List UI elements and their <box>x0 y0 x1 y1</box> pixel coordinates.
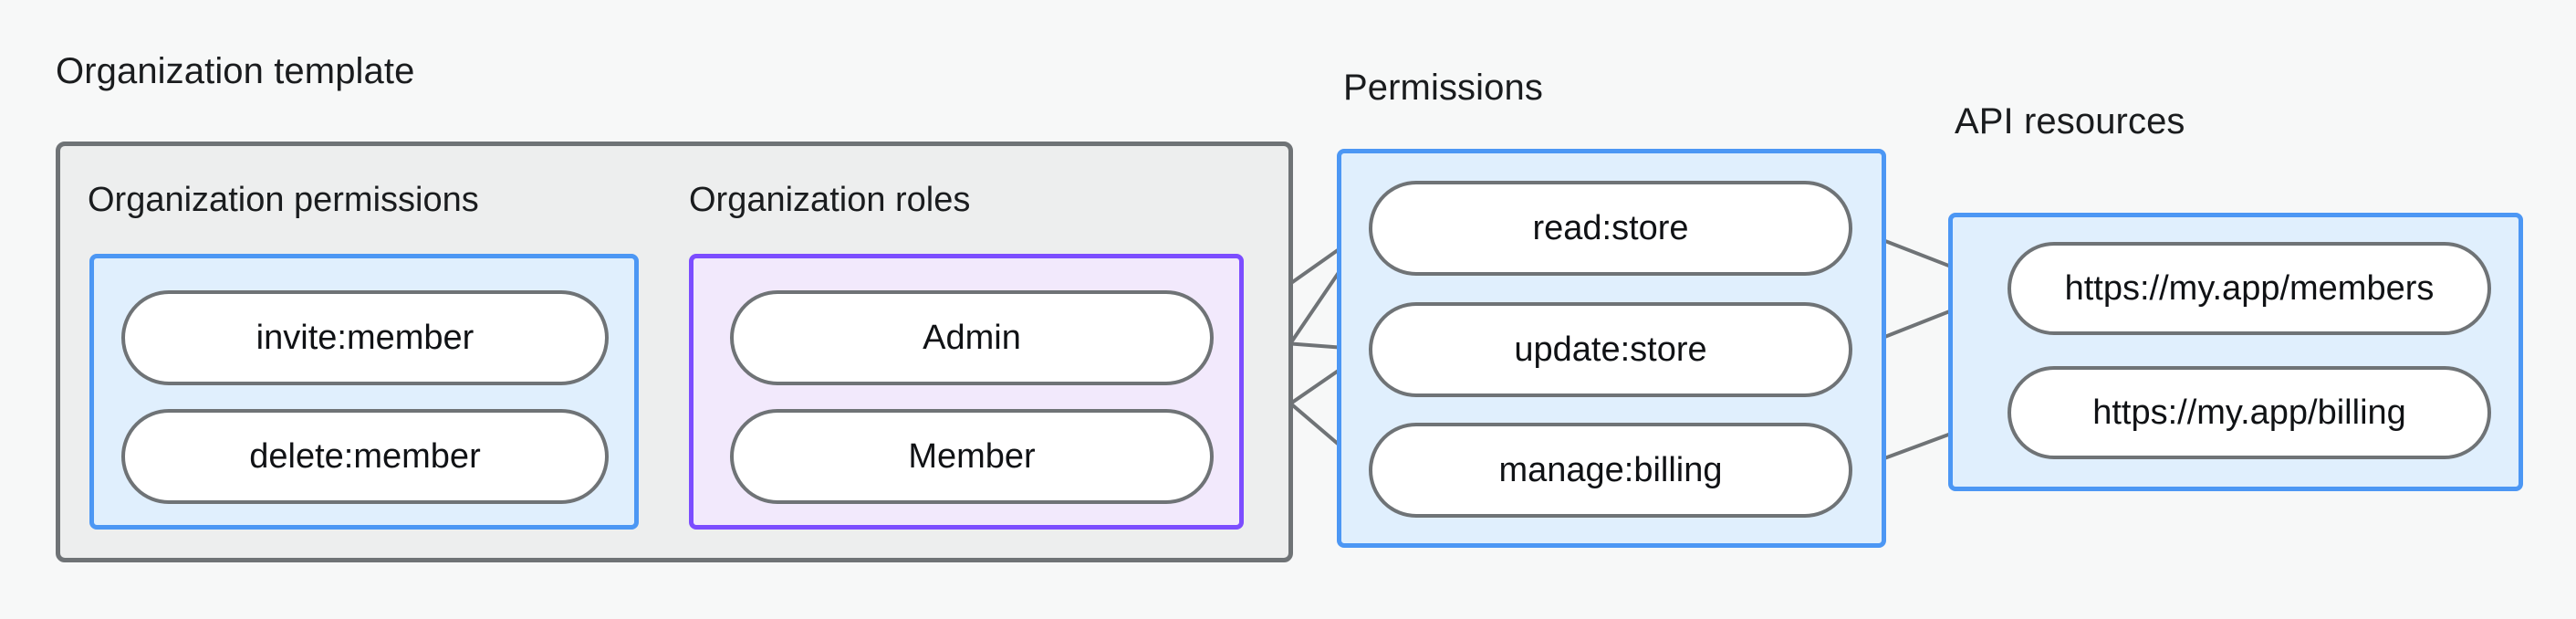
group-label-api-resources: API resources <box>1955 101 2185 142</box>
node-api-resource-members[interactable]: https://my.app/members <box>2008 242 2491 335</box>
group-label-organization-template: Organization template <box>56 51 415 91</box>
node-admin[interactable]: Admin <box>730 290 1214 385</box>
node-delete-member[interactable]: delete:member <box>121 409 609 504</box>
node-update-store[interactable]: update:store <box>1369 302 1852 397</box>
node-manage-billing[interactable]: manage:billing <box>1369 423 1852 518</box>
node-member[interactable]: Member <box>730 409 1214 504</box>
node-api-resource-billing[interactable]: https://my.app/billing <box>2008 366 2491 459</box>
node-invite-member[interactable]: invite:member <box>121 290 609 385</box>
node-read-store[interactable]: read:store <box>1369 181 1852 276</box>
subgroup-label-organization-permissions: Organization permissions <box>88 181 479 219</box>
subgroup-label-organization-roles: Organization roles <box>689 181 971 219</box>
group-label-permissions: Permissions <box>1343 68 1543 108</box>
